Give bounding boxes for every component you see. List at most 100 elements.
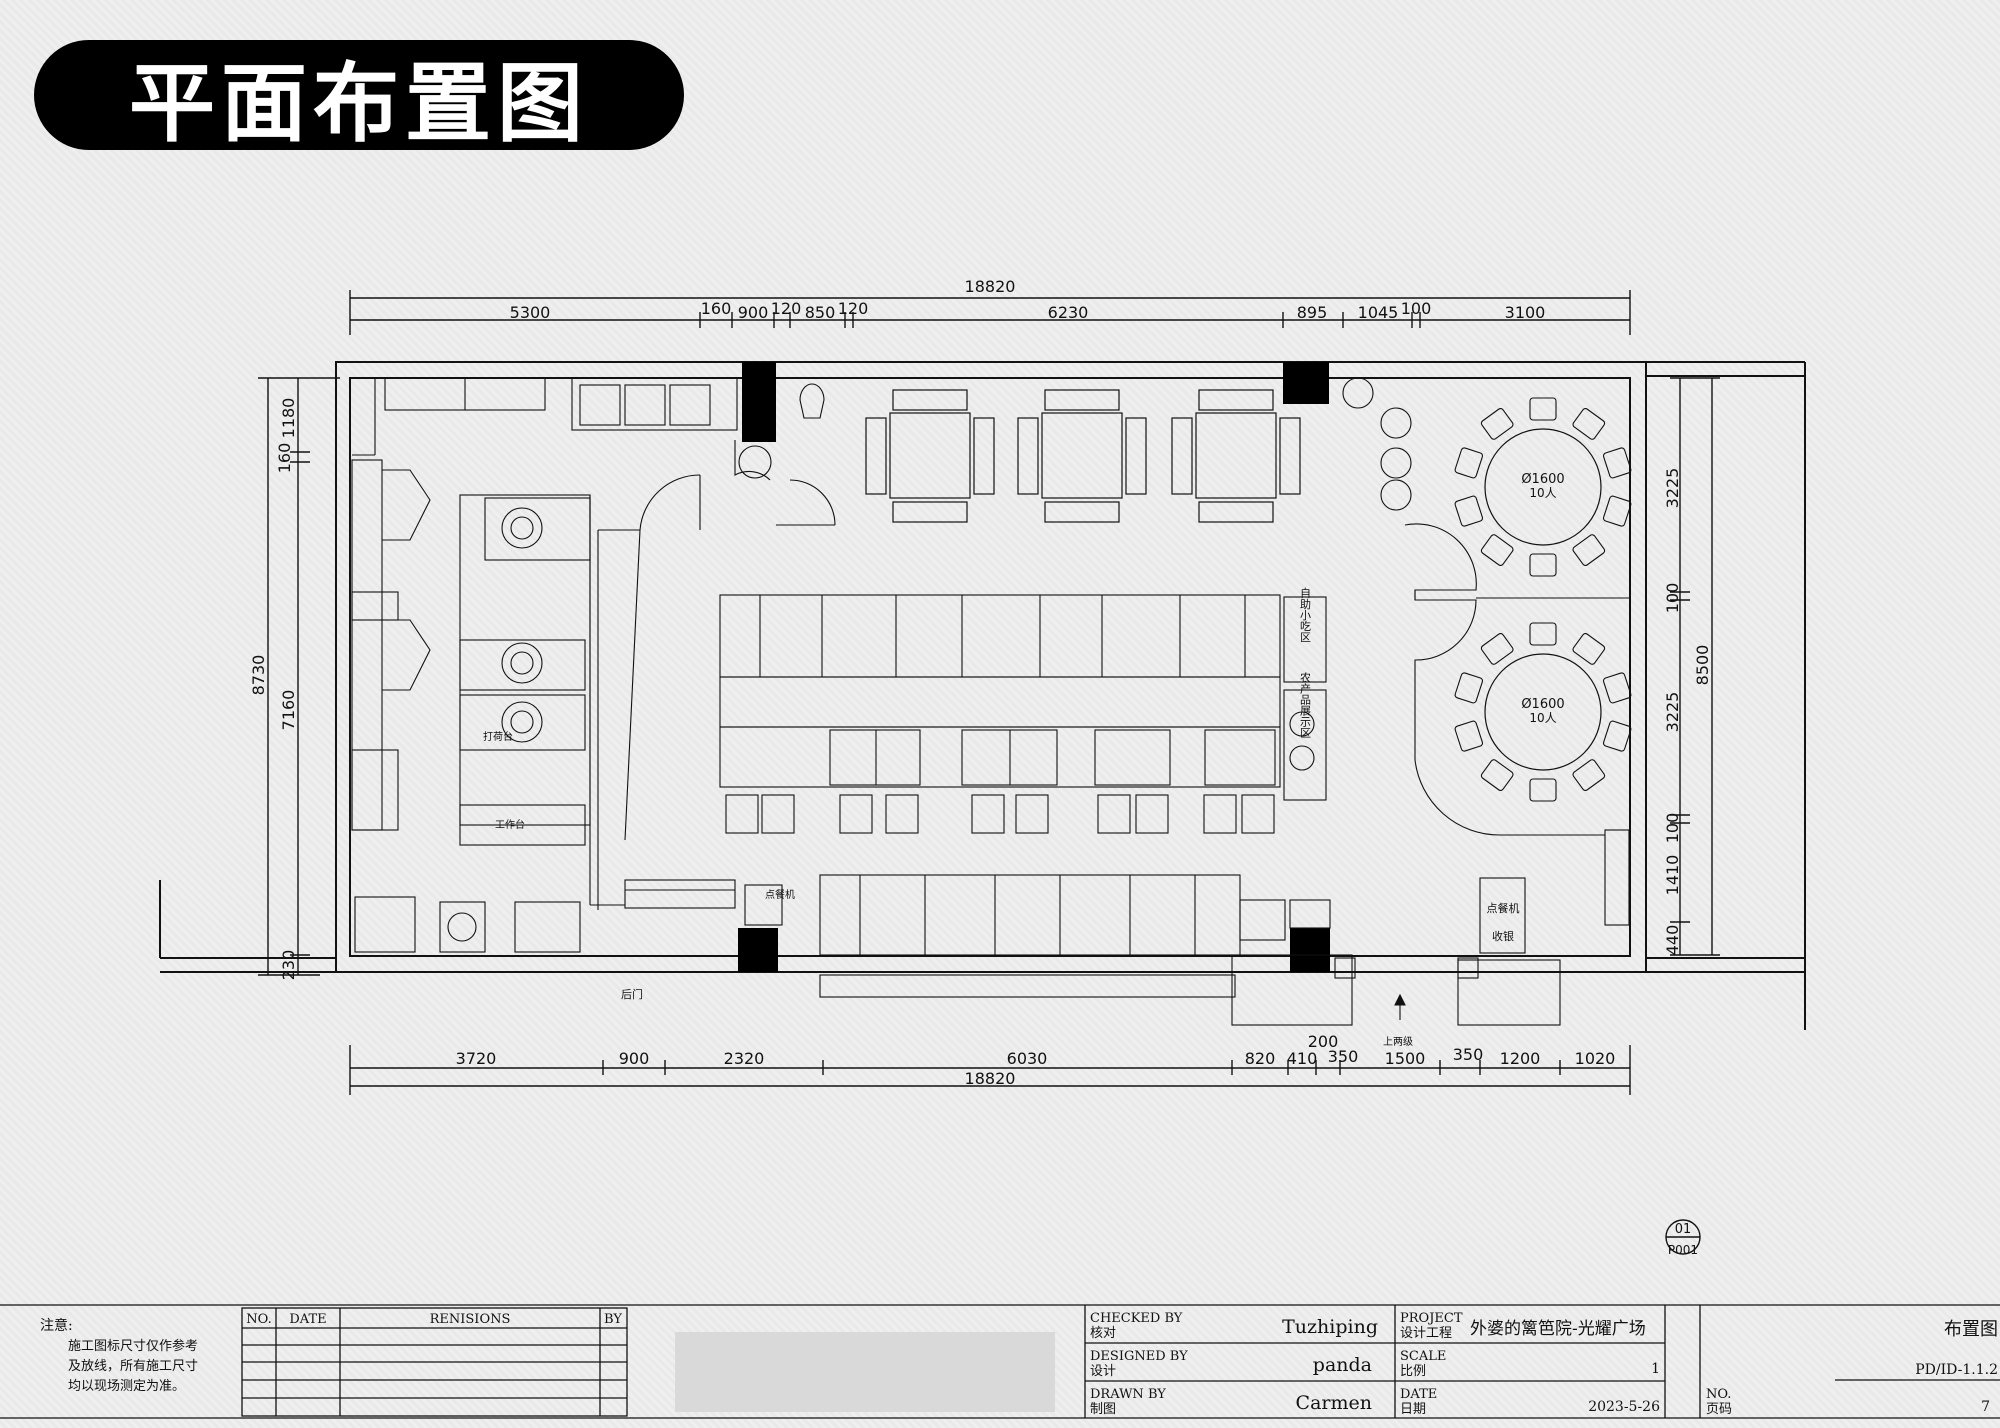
- right-dim-4: 100: [1663, 813, 1682, 844]
- title-banner: 平面布置图: [34, 40, 684, 154]
- bottom-dim-4: 6030: [1007, 1049, 1048, 1068]
- bottom-dim-6: 410: [1287, 1049, 1318, 1068]
- table-b: [1017, 389, 1147, 523]
- note-line-2: 及放线，所有施工尺寸: [68, 1359, 198, 1374]
- scale-value: 1: [1651, 1361, 1660, 1377]
- chair: [1480, 534, 1514, 566]
- round-table-2: [1484, 653, 1602, 771]
- order-machine-2-label: 点餐机: [765, 888, 795, 901]
- top-dim-1: 5300: [510, 303, 551, 322]
- note-line-3: 均以现场测定为准。: [68, 1379, 185, 1394]
- round-table-2-seats-label: 10人: [1529, 711, 1556, 725]
- top-dim-3: 900: [738, 303, 769, 322]
- rev-header-date: DATE: [289, 1312, 326, 1327]
- note-line-1: 施工图标尺寸仅作参考: [68, 1338, 198, 1354]
- title-block-text: 注意: 施工图标尺寸仅作参考 及放线，所有施工尺寸 均以现场测定为准。 NO. …: [40, 1311, 1998, 1417]
- bottom-dim-2: 900: [619, 1049, 650, 1068]
- round-tables: [1484, 428, 1602, 771]
- table-a: [865, 389, 995, 523]
- note-title: 注意:: [40, 1317, 73, 1334]
- top-dim-5: 850: [805, 303, 836, 322]
- top-total-dim: 18820: [965, 277, 1016, 296]
- chair: [1572, 408, 1606, 440]
- vertical-labels: 自助小吃区 农产品展示区: [1299, 587, 1312, 738]
- checked-en: CHECKED BY: [1090, 1311, 1183, 1326]
- rev-header-no: NO.: [246, 1312, 271, 1327]
- chair: [1480, 759, 1514, 791]
- chair: [1602, 720, 1632, 752]
- kitchen: [351, 377, 836, 953]
- display-label: 农产品展示区: [1299, 671, 1312, 738]
- left-dimensions: 1180 160 7160 230 8730: [249, 377, 340, 981]
- right-dimensions: 3225 100 3225 100 1410 440 8500: [1663, 377, 1720, 956]
- bottom-dim-3: 2320: [724, 1049, 765, 1068]
- booth-rows: [719, 377, 1630, 1026]
- prep-label: 打荷台: [483, 730, 513, 743]
- chair: [1572, 534, 1606, 566]
- no-value: 7: [1981, 1399, 1990, 1415]
- left-dim-1: 1180: [279, 398, 298, 439]
- section-marker: 01 P001: [1665, 1219, 1701, 1257]
- chair: [1480, 633, 1514, 665]
- right-dim-2: 100: [1663, 583, 1682, 614]
- title-block: [0, 1304, 2000, 1419]
- top-dim-11: 3100: [1505, 303, 1546, 322]
- date-en: DATE: [1400, 1387, 1437, 1402]
- sheet-title: 布置图: [1944, 1319, 1998, 1340]
- designed-en: DESIGNED BY: [1090, 1349, 1188, 1364]
- top-dim-2: 160: [701, 299, 732, 318]
- round-table-2-seats: [1454, 622, 1632, 802]
- right-dim-3: 3225: [1663, 692, 1682, 733]
- table-c: [1171, 389, 1301, 523]
- left-dim-4: 230: [279, 950, 298, 981]
- rev-header-revisions: RENISIONS: [430, 1312, 511, 1327]
- right-dim-6: 440: [1663, 925, 1682, 956]
- top-dim-4: 120: [771, 299, 802, 318]
- bottom-total-dim: 18820: [965, 1069, 1016, 1088]
- up-steps-label: 上两级: [1383, 1036, 1413, 1048]
- chair: [1480, 408, 1514, 440]
- work-label: 工作台: [495, 818, 525, 831]
- round-table-1-seats: [1454, 397, 1632, 577]
- chair: [1529, 622, 1557, 646]
- top-dim-6: 120: [838, 299, 869, 318]
- bottom-dim-11: 1200: [1500, 1049, 1541, 1068]
- no-cn: 页码: [1706, 1402, 1732, 1417]
- top-dim-7: 6230: [1048, 303, 1089, 322]
- bottom-dim-8: 200: [1308, 1032, 1339, 1051]
- rev-header-by: BY: [604, 1312, 622, 1327]
- room-labels: Ø1600 10人 Ø1600 10人 点餐机 收银 点餐机 后门 上两级 打荷…: [483, 472, 1565, 1048]
- project-en: PROJECT: [1400, 1311, 1463, 1326]
- date-value: 2023-5-26: [1588, 1399, 1660, 1415]
- project-value: 外婆的篱笆院-光耀广场: [1470, 1319, 1646, 1339]
- square-tables: [865, 389, 1301, 523]
- left-dim-3: 7160: [279, 690, 298, 731]
- chair: [1572, 759, 1606, 791]
- top-dim-9: 1045: [1358, 303, 1399, 322]
- sheet-code: PD/ID-1.1.2: [1915, 1362, 1998, 1378]
- cashier-label: 收银: [1492, 929, 1514, 943]
- right-dim-5: 1410: [1663, 855, 1682, 896]
- chair: [1602, 672, 1632, 704]
- bottom-dim-12: 1020: [1575, 1049, 1616, 1068]
- chair: [1454, 720, 1484, 752]
- right-dim-1: 3225: [1663, 468, 1682, 509]
- chair: [1454, 447, 1484, 479]
- bottom-dim-1: 3720: [456, 1049, 497, 1068]
- bottom-dim-9: 1500: [1385, 1049, 1426, 1068]
- chair: [1602, 495, 1632, 527]
- drawn-cn: 制图: [1090, 1402, 1116, 1417]
- walls: [159, 361, 1806, 1030]
- round-table-2-size: Ø1600: [1521, 697, 1564, 712]
- bottom-dim-5: 820: [1245, 1049, 1276, 1068]
- scale-cn: 比例: [1400, 1364, 1426, 1379]
- section-number: 01: [1675, 1222, 1692, 1237]
- drawn-value: Carmen: [1296, 1392, 1372, 1414]
- right-total-dim: 8500: [1693, 645, 1712, 686]
- page-title: 平面布置图: [129, 53, 589, 154]
- left-dim-2: 160: [275, 443, 294, 474]
- top-dimensions: 18820 5300 160 900 120 850 120 6230 895 …: [349, 277, 1631, 335]
- checked-value: Tuzhiping: [1282, 1316, 1378, 1338]
